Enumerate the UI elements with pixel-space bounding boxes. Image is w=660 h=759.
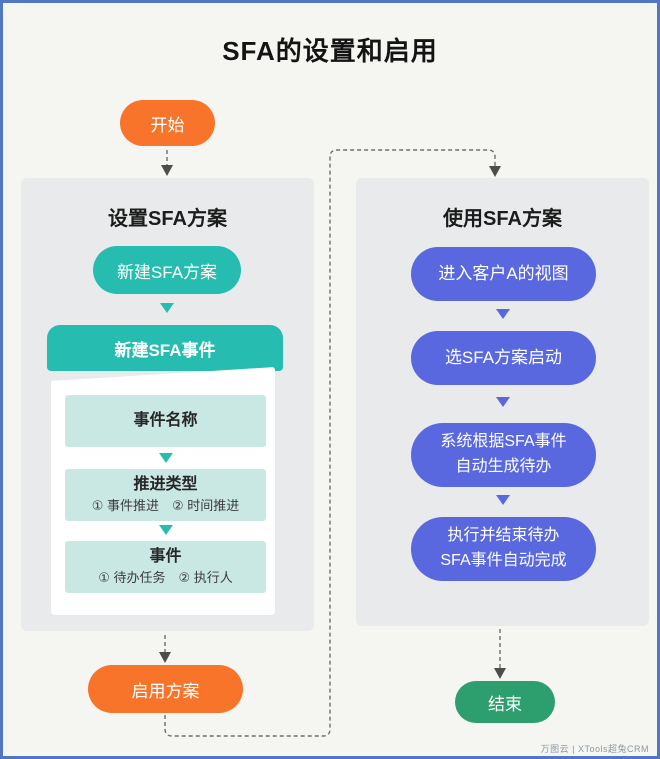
down-arrow-icon — [496, 309, 510, 319]
down-arrow-icon — [496, 397, 510, 407]
start-node-label: 开始 — [150, 115, 185, 135]
enable-plan-label: 启用方案 — [131, 681, 200, 701]
enable-plan-node: 启用方案 — [88, 665, 243, 713]
event-name-step: 事件名称 — [65, 395, 266, 447]
event-step-sub: ① 待办任务 ② 执行人 — [98, 569, 233, 585]
setup-sfa-panel-title: 设置SFA方案 — [108, 208, 227, 230]
select-sfa-plan-node: 选SFA方案启动 — [411, 331, 596, 385]
new-sfa-event-header: 新建SFA事件 — [47, 325, 283, 371]
down-arrow-icon — [159, 453, 173, 463]
advance-type-sub: ① 事件推进 ② 时间推进 — [91, 497, 240, 513]
end-node-label: 结束 — [488, 694, 522, 714]
watermark: 万图云 | XTools超兔CRM — [540, 744, 649, 754]
auto-generate-todo-node: 系统根据SFA事件 自动生成待办 — [411, 423, 596, 487]
down-arrow-icon — [160, 303, 174, 313]
down-arrow-icon — [496, 495, 510, 505]
use-sfa-panel-title: 使用SFA方案 — [443, 208, 562, 230]
event-step-title: 事件 — [149, 548, 182, 566]
start-node: 开始 — [120, 100, 215, 146]
advance-type-title: 推进类型 — [133, 476, 198, 494]
enter-customer-view-node: 进入客户A的视图 — [411, 247, 596, 301]
end-node: 结束 — [455, 681, 555, 723]
event-name-title: 事件名称 — [133, 411, 198, 429]
down-arrow-icon — [159, 525, 173, 535]
new-sfa-plan-label: 新建SFA方案 — [116, 262, 218, 282]
page-title: SFA的设置和启用 — [222, 36, 438, 66]
event-step: 事件 ① 待办任务 ② 执行人 — [65, 541, 266, 593]
new-sfa-plan-node: 新建SFA方案 — [93, 246, 241, 294]
execute-finish-todo-node: 执行并结束待办 SFA事件自动完成 — [411, 517, 596, 581]
new-sfa-event-label: 新建SFA事件 — [114, 340, 216, 360]
advance-type-step: 推进类型 ① 事件推进 ② 时间推进 — [65, 469, 266, 521]
